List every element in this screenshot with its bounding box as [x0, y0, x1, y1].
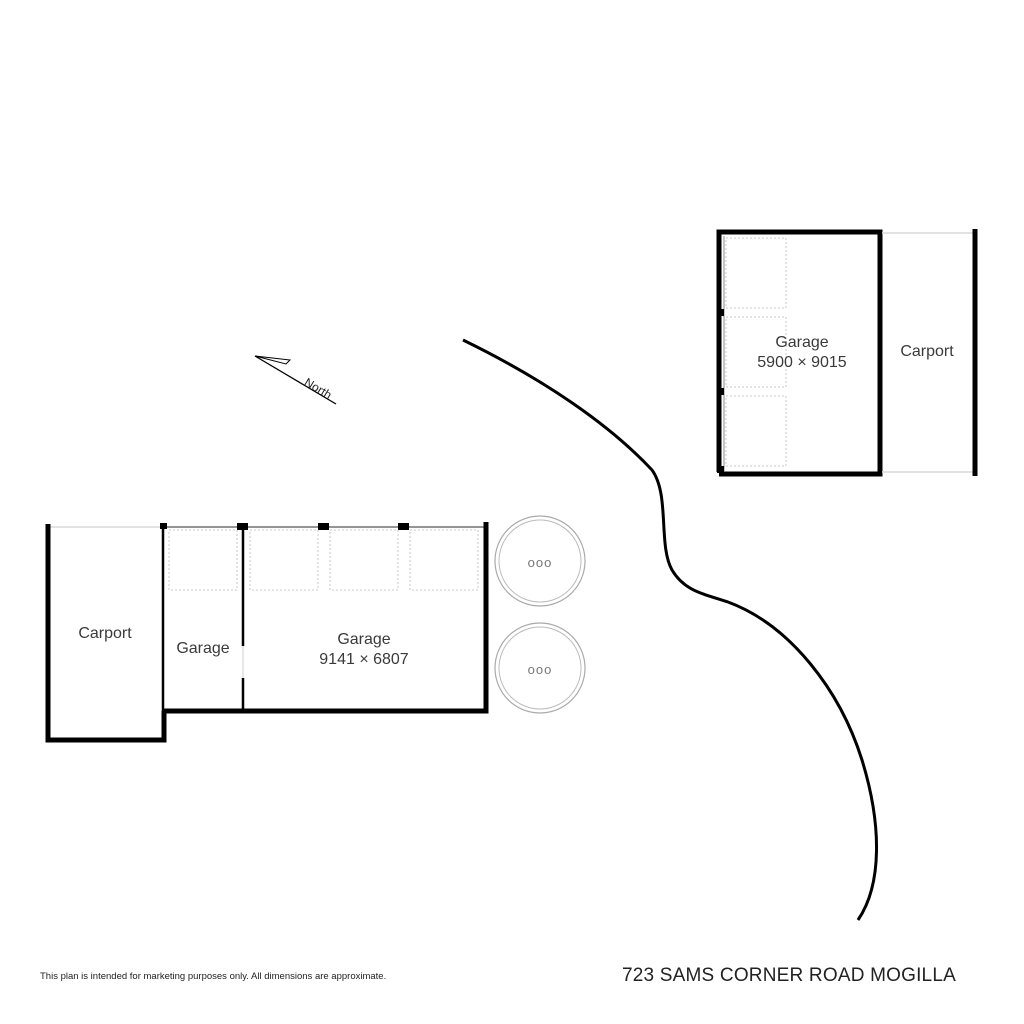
left-building — [45, 522, 489, 743]
driveway-curve — [462, 338, 878, 921]
right-building — [716, 229, 978, 477]
label-garage-main-dimensions: 9141 × 6807 — [319, 651, 409, 668]
label-garage-right: Garage — [775, 334, 829, 351]
label-garage-right-dimensions: 5900 × 9015 — [757, 354, 847, 371]
label-garage-small: Garage — [176, 640, 230, 657]
water-tank-bottom — [494, 622, 586, 714]
tank-label-top: ooo — [528, 555, 553, 570]
north-arrow-icon — [254, 355, 337, 405]
disclaimer-text: This plan is intended for marketing purp… — [40, 971, 387, 982]
label-garage-main: Garage — [337, 631, 391, 648]
label-carport-left: Carport — [78, 625, 132, 642]
property-address: 723 SAMS CORNER ROAD MOGILLA — [622, 965, 956, 986]
water-tank-top — [494, 515, 586, 607]
north-label: North — [302, 375, 334, 402]
label-carport-right: Carport — [900, 343, 954, 360]
tank-label-bottom: ooo — [528, 662, 553, 677]
